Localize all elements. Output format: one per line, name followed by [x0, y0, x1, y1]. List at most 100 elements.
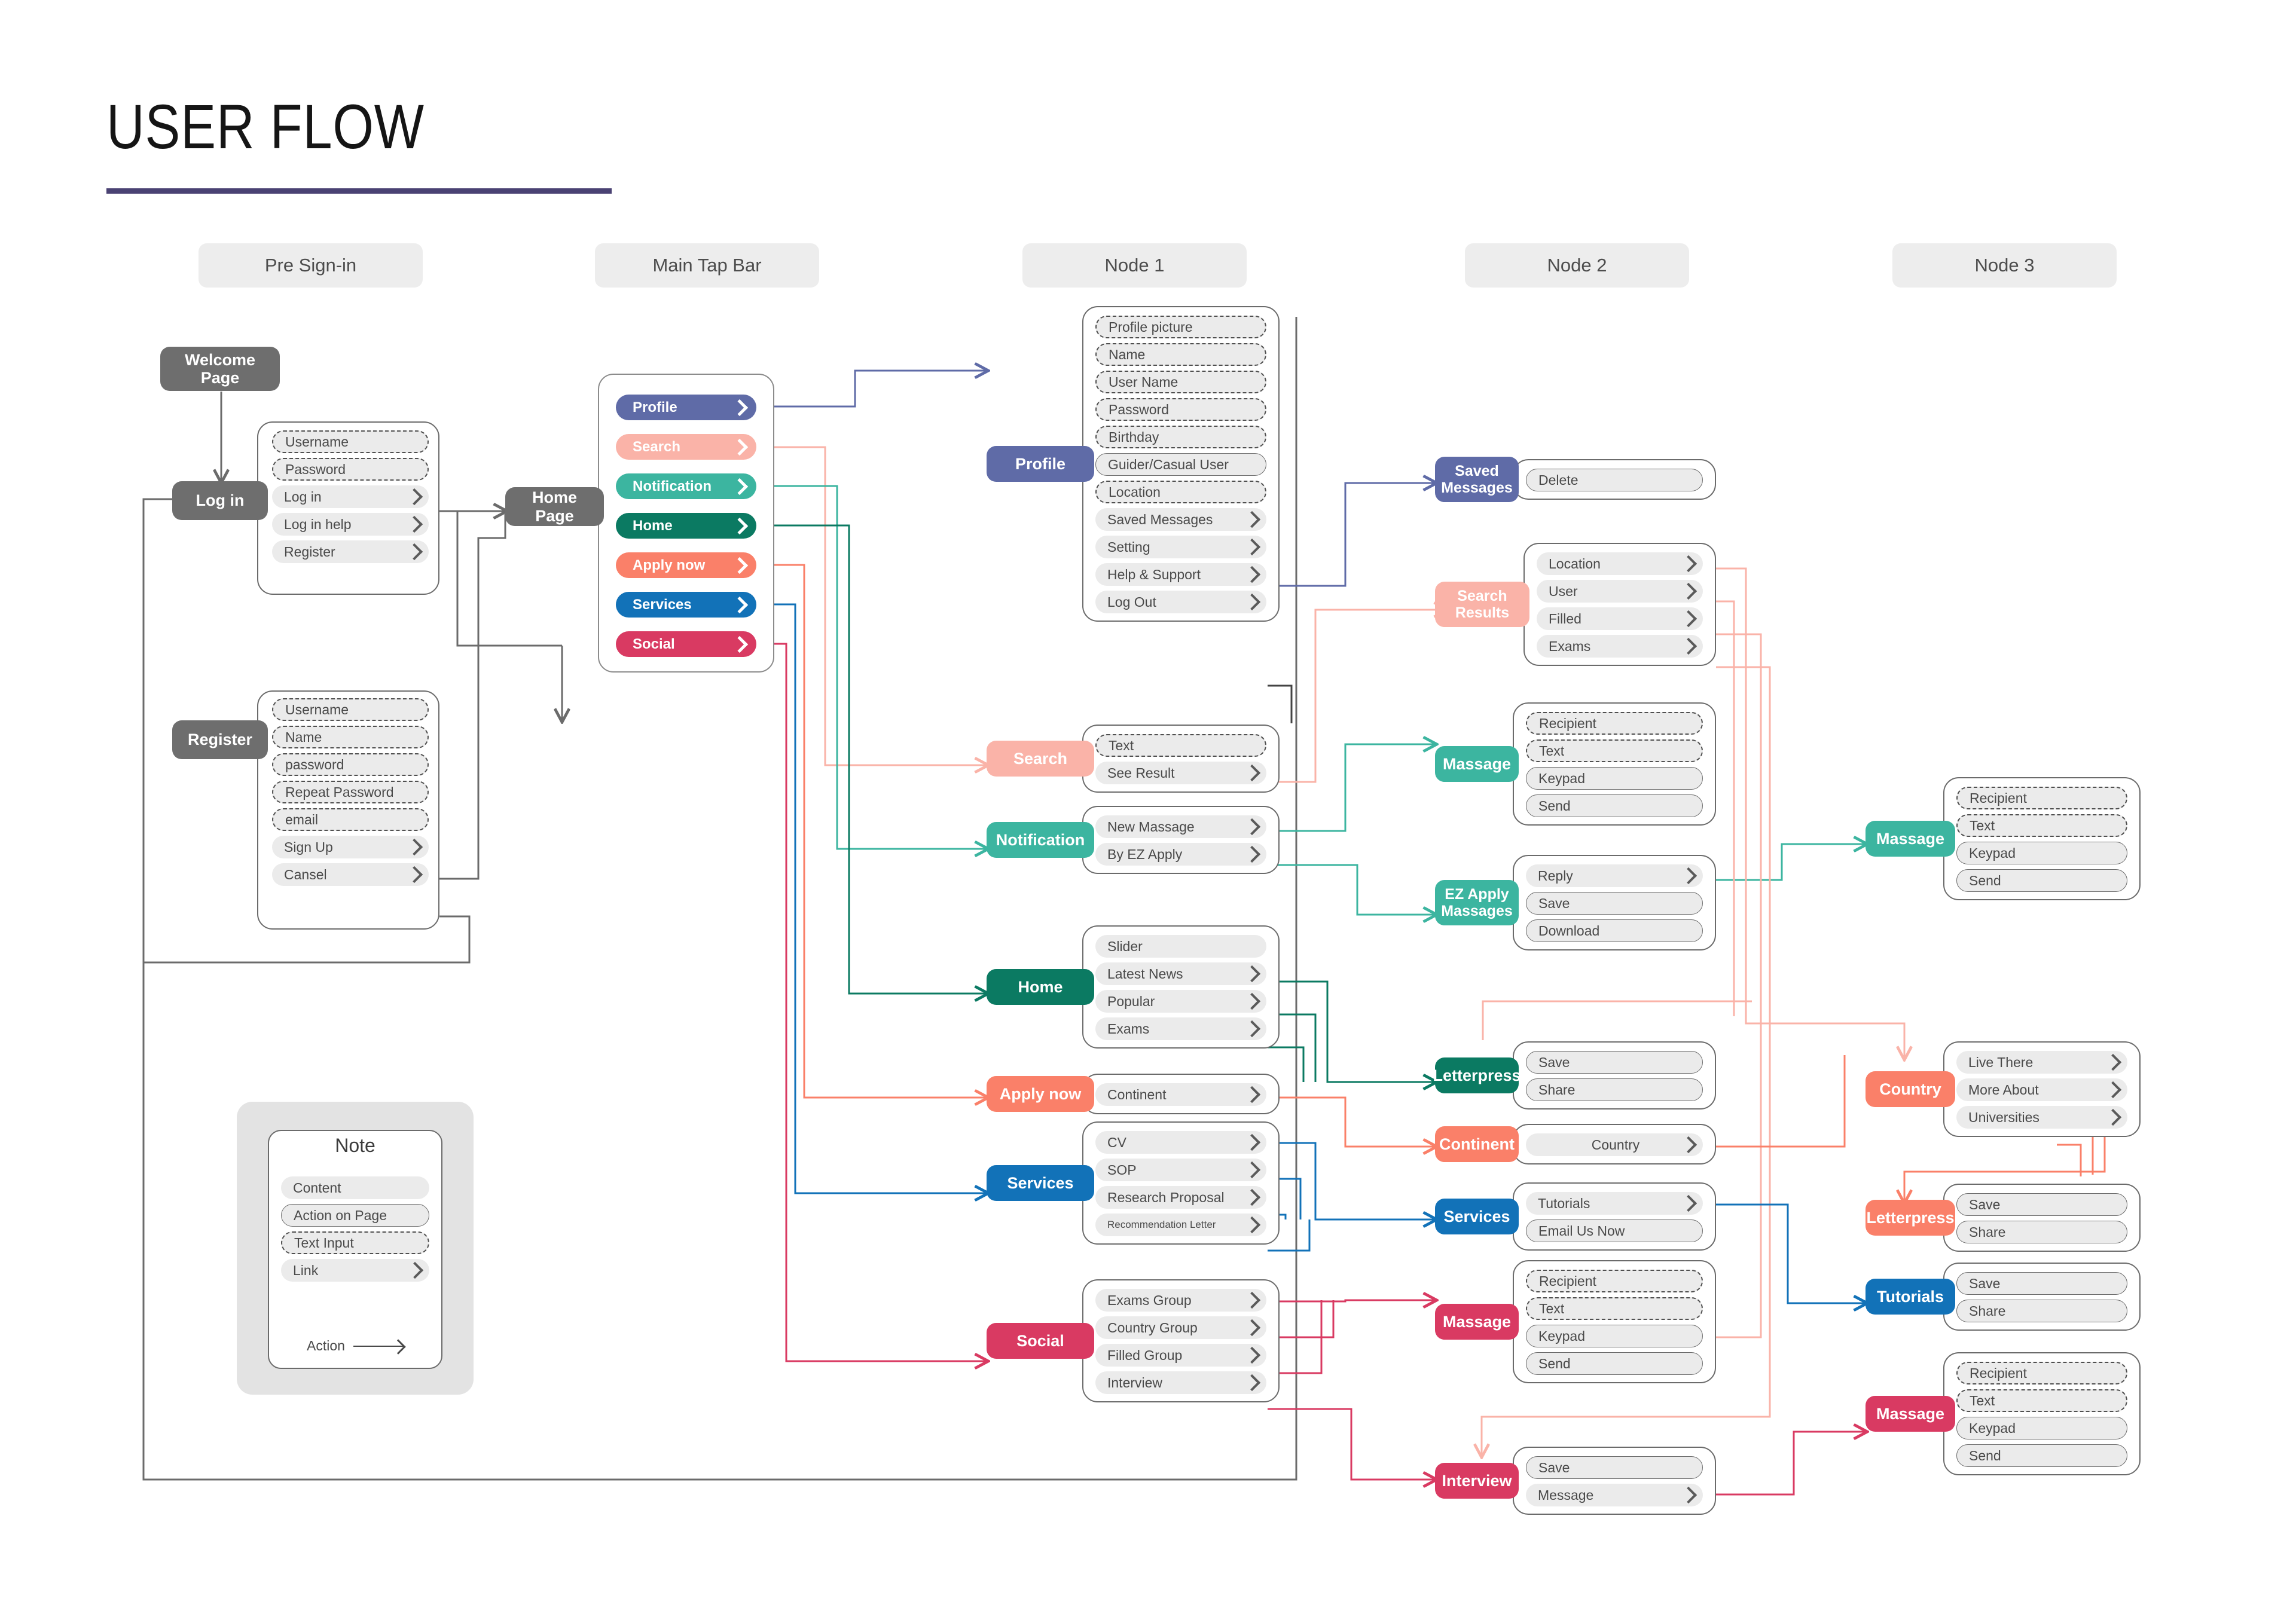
- node-1-row[interactable]: Recommendation Letter: [1095, 1214, 1266, 1236]
- tap-bar-item-home[interactable]: Home: [616, 513, 756, 539]
- log-in-row[interactable]: Log in: [272, 485, 429, 508]
- node-1-row[interactable]: CV: [1095, 1131, 1266, 1154]
- row-label: Text: [1970, 817, 1995, 833]
- node-2-chip-saved-messages[interactable]: Saved Messages: [1435, 457, 1519, 502]
- node-2-chip-massage[interactable]: Massage: [1435, 1304, 1519, 1340]
- node-1-row[interactable]: Setting: [1095, 536, 1266, 558]
- node-3-chip-country[interactable]: Country: [1866, 1071, 1955, 1107]
- node-2-chip-letterpress[interactable]: Letterpress: [1433, 1057, 1521, 1093]
- row-label: Recipient: [1539, 715, 1596, 731]
- node-2-row[interactable]: Message: [1526, 1484, 1703, 1506]
- node-2-row[interactable]: Reply: [1526, 864, 1703, 887]
- node-1-row[interactable]: Exams: [1095, 1017, 1266, 1040]
- node-1-row[interactable]: Interview: [1095, 1371, 1266, 1394]
- node-2-row[interactable]: Filled: [1537, 607, 1703, 630]
- note-row[interactable]: Link: [281, 1259, 429, 1282]
- node-1-row[interactable]: Continent: [1095, 1083, 1266, 1106]
- node-1-row[interactable]: Country Group: [1095, 1316, 1266, 1339]
- node-3-chip-massage[interactable]: Massage: [1866, 1396, 1955, 1432]
- tap-bar-item-services[interactable]: Services: [616, 592, 756, 618]
- row-label: Log in: [284, 488, 322, 505]
- node-1-row[interactable]: By EZ Apply: [1095, 843, 1266, 866]
- node-1-chip-search[interactable]: Search: [987, 741, 1094, 777]
- row-label: Link: [293, 1262, 319, 1278]
- node-1-row[interactable]: Log Out: [1095, 591, 1266, 613]
- node-2-row: Download: [1526, 919, 1703, 942]
- chevron-right-icon: [1680, 555, 1697, 573]
- row-label: Popular: [1107, 993, 1155, 1009]
- node-1-row[interactable]: See Result: [1095, 762, 1266, 784]
- node-1-row[interactable]: New Massage: [1095, 815, 1266, 838]
- node-1-row[interactable]: Exams Group: [1095, 1289, 1266, 1312]
- node-2-row[interactable]: Country: [1526, 1133, 1703, 1156]
- node-1-chip-home[interactable]: Home: [987, 969, 1094, 1005]
- node-3-chip-tutorials[interactable]: Tutorials: [1866, 1279, 1955, 1315]
- node-1-row[interactable]: Latest News: [1095, 962, 1266, 985]
- chevron-right-icon: [1243, 1346, 1261, 1364]
- node-3-row[interactable]: More About: [1956, 1078, 2127, 1101]
- node-2-chip-massage[interactable]: Massage: [1435, 746, 1519, 782]
- row-label: Text: [1970, 1392, 1995, 1408]
- node-2-row[interactable]: Tutorials: [1526, 1192, 1703, 1215]
- row-label: Send: [1969, 1447, 2001, 1463]
- node-1-row[interactable]: Filled Group: [1095, 1344, 1266, 1367]
- node-1-row[interactable]: Saved Messages: [1095, 508, 1266, 531]
- register-row[interactable]: Sign Up: [272, 836, 429, 858]
- row-label: password: [285, 756, 344, 772]
- node-2-row: Recipient: [1526, 712, 1703, 735]
- log-in-row[interactable]: Log in help: [272, 513, 429, 536]
- row-label: Filled Group: [1107, 1347, 1183, 1363]
- node-1-row[interactable]: Help & Support: [1095, 563, 1266, 586]
- row-label: Action on Page: [294, 1207, 387, 1223]
- node-3-row: Text: [1956, 1389, 2127, 1412]
- node-2-chip-ez-apply-massages[interactable]: EZ Apply Massages: [1435, 880, 1519, 925]
- node-1-row: Profile picture: [1095, 316, 1266, 338]
- node-3-row[interactable]: Live There: [1956, 1051, 2127, 1074]
- node-2-chip-continent[interactable]: Continent: [1435, 1126, 1519, 1162]
- register-row[interactable]: Cansel: [272, 863, 429, 886]
- node-1-row[interactable]: SOP: [1095, 1159, 1266, 1181]
- node-1-chip-profile[interactable]: Profile: [987, 446, 1094, 482]
- note-row: Text Input: [281, 1231, 429, 1254]
- tap-bar-item-apply-now[interactable]: Apply now: [616, 552, 756, 578]
- node-3-chip-massage[interactable]: Massage: [1866, 821, 1955, 857]
- node-1-chip-services[interactable]: Services: [987, 1165, 1094, 1201]
- register-chip[interactable]: Register: [172, 720, 268, 759]
- node-2-chip-services[interactable]: Services: [1435, 1199, 1519, 1234]
- node-2-row[interactable]: User: [1537, 580, 1703, 603]
- log-in-row[interactable]: Register: [272, 540, 429, 563]
- column-header-pre-signin: Pre Sign-in: [199, 243, 423, 288]
- welcome-page-chip[interactable]: Welcome Page: [160, 347, 280, 391]
- row-label: Save: [1538, 1054, 1570, 1070]
- row-label: Send: [1969, 872, 2001, 888]
- node-2-chip-search-results[interactable]: Search Results: [1435, 582, 1529, 627]
- node-1-chip-social[interactable]: Social: [987, 1323, 1094, 1359]
- node-3-chip-letterpress[interactable]: Letterpress: [1866, 1200, 1955, 1236]
- node-3-row[interactable]: Universities: [1956, 1106, 2127, 1129]
- tap-bar-item-notification[interactable]: Notification: [616, 473, 756, 499]
- row-label: Profile picture: [1109, 319, 1193, 335]
- tap-bar-item-social[interactable]: Social: [616, 631, 756, 657]
- row-label: Interview: [1107, 1374, 1163, 1390]
- node-1-row: Guider/Casual User: [1095, 453, 1266, 476]
- home-page-chip[interactable]: Home Page: [505, 487, 604, 526]
- node-1-chip-apply-now[interactable]: Apply now: [987, 1076, 1094, 1112]
- tap-bar-item-profile[interactable]: Profile: [616, 395, 756, 420]
- node-1-row[interactable]: Research Proposal: [1095, 1186, 1266, 1209]
- note-row: Action on Page: [281, 1204, 429, 1227]
- node-1-chip-notification[interactable]: Notification: [987, 822, 1094, 858]
- node-2-row: Text: [1526, 1297, 1703, 1320]
- node-1-row[interactable]: Popular: [1095, 990, 1266, 1013]
- log-in-chip[interactable]: Log in: [172, 481, 268, 520]
- tap-bar-item-search[interactable]: Search: [616, 434, 756, 460]
- node-2-chip-interview[interactable]: Interview: [1435, 1463, 1519, 1499]
- node-2-row[interactable]: Exams: [1537, 635, 1703, 658]
- node-2-row[interactable]: Location: [1537, 552, 1703, 575]
- row-label: Send: [1538, 797, 1571, 814]
